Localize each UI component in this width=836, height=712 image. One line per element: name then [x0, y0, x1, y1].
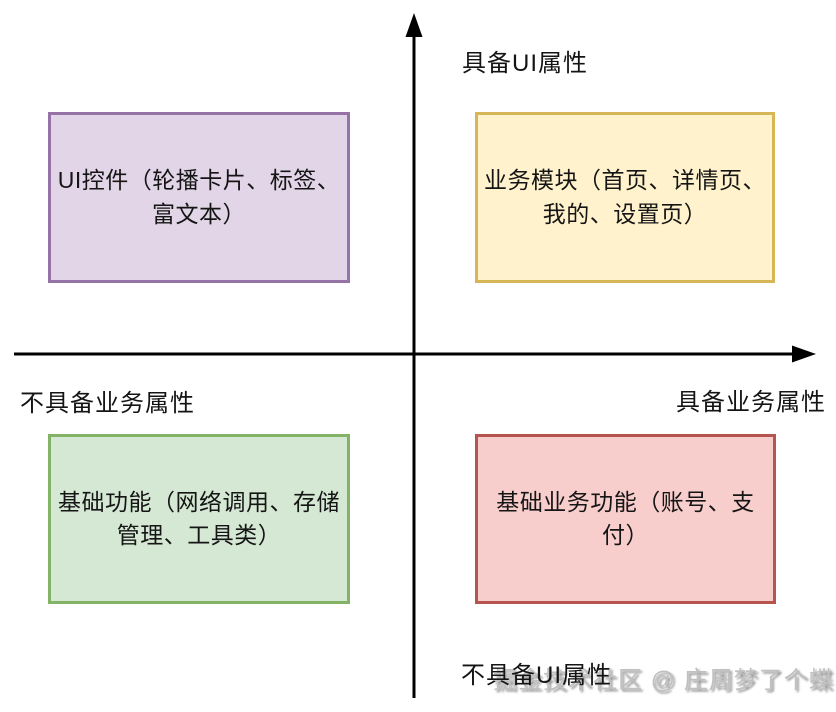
quadrant-box-basic-functions: 基础功能（网络调用、存储 管理、工具类）	[48, 434, 350, 604]
quadrant-box-ui-controls-label: UI控件（轮播卡片、标签、 富文本）	[57, 167, 341, 227]
quadrant-box-basic-functions-label: 基础功能（网络调用、存储 管理、工具类）	[58, 488, 340, 548]
quadrant-box-basic-business-functions-label: 基础业务功能（账号、支 付）	[496, 488, 755, 548]
quadrant-box-basic-business-functions: 基础业务功能（账号、支 付）	[475, 434, 776, 604]
axis-label-bottom: 不具备UI属性	[461, 662, 612, 689]
quadrant-box-business-modules-label: 业务模块（首页、详情页、 我的、设置页）	[484, 167, 766, 227]
up-arrowhead-icon	[405, 13, 423, 37]
watermark: 掘金技术社区 @ 庄周梦了个蝶	[493, 667, 834, 694]
axis-label-left: 不具备业务属性	[20, 390, 195, 417]
quadrant-box-business-modules: 业务模块（首页、详情页、 我的、设置页）	[475, 112, 775, 283]
quadrant-box-ui-controls: UI控件（轮播卡片、标签、 富文本）	[48, 112, 350, 283]
axis-label-right: 具备业务属性	[676, 389, 826, 416]
axis-label-top: 具备UI属性	[462, 50, 588, 77]
right-arrowhead-icon	[792, 345, 816, 363]
